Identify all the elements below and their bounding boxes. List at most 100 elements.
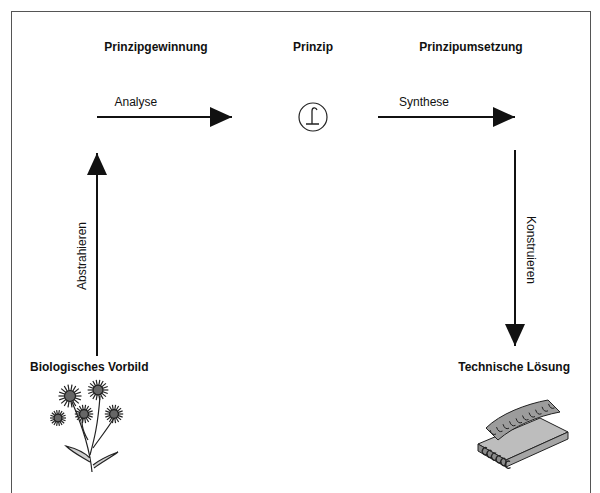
- spine: [71, 385, 72, 391]
- spine: [88, 415, 93, 417]
- symbol-circle: [299, 103, 327, 131]
- spine: [101, 383, 105, 387]
- spine: [61, 415, 65, 417]
- spine: [100, 394, 103, 399]
- heading-text: Prinzipumsetzung: [419, 40, 522, 55]
- spine: [59, 398, 65, 400]
- spine: [75, 392, 81, 394]
- spine: [88, 411, 93, 413]
- spine: [84, 418, 86, 423]
- spine: [118, 411, 123, 413]
- heading-text: Technische Lösung: [458, 360, 570, 375]
- spine: [50, 417, 55, 418]
- spine: [50, 419, 54, 421]
- spine: [75, 398, 81, 400]
- symbol-glyph: [306, 108, 319, 124]
- heading-text: Biologisches Vorbild: [30, 360, 148, 375]
- spine: [59, 392, 65, 394]
- biological-model: Biologisches Vorbild: [30, 360, 148, 375]
- spine: [56, 410, 58, 414]
- principle-symbol: [297, 101, 329, 133]
- spine: [75, 411, 80, 413]
- technical-solution: Technische Lösung: [458, 360, 570, 375]
- loop-fibre: [510, 421, 516, 426]
- spine: [73, 400, 76, 406]
- spine: [75, 415, 80, 417]
- spine: [71, 401, 72, 407]
- column-heading: Prinzipumsetzung: [419, 40, 522, 55]
- spine: [88, 389, 94, 390]
- spine: [59, 395, 66, 396]
- spine: [84, 405, 86, 410]
- spine: [118, 413, 123, 414]
- step-label: Abstrahieren: [75, 220, 89, 292]
- spine: [60, 421, 62, 425]
- heading-text: Prinzip: [293, 40, 333, 55]
- spine: [82, 405, 84, 410]
- column-heading: Prinzipgewinnung: [104, 40, 207, 55]
- spine: [58, 421, 60, 425]
- spine: [54, 411, 56, 415]
- spine: [103, 389, 109, 390]
- flow-arrow: [96, 153, 98, 356]
- spine: [102, 386, 107, 388]
- loop-fibre: [536, 410, 542, 415]
- heading-text: Prinzipgewinnung: [104, 40, 207, 55]
- loop-fibre: [516, 418, 522, 423]
- flow-arrow: [97, 116, 232, 118]
- spine: [68, 385, 69, 391]
- spine: [68, 401, 69, 407]
- spine: [117, 408, 121, 411]
- loop-fibre: [523, 416, 529, 421]
- spine: [88, 413, 93, 414]
- spine: [93, 381, 96, 386]
- spine: [112, 418, 114, 423]
- spine: [99, 380, 100, 386]
- loop-fibre: [542, 407, 548, 412]
- spine: [75, 395, 82, 396]
- spine: [96, 394, 97, 400]
- loop-fibre: [497, 427, 503, 432]
- spine: [74, 389, 79, 393]
- frame: [12, 12, 591, 493]
- loop-fibre: [549, 404, 555, 409]
- spine: [112, 405, 114, 410]
- spine: [118, 415, 123, 417]
- spine: [105, 415, 110, 417]
- flow-arrow: [378, 116, 515, 118]
- spine: [105, 411, 110, 413]
- spine: [87, 408, 91, 411]
- spine: [77, 417, 81, 420]
- spine: [88, 392, 93, 394]
- spine: [109, 406, 112, 411]
- spine: [99, 394, 100, 400]
- spine: [82, 418, 84, 423]
- spine: [105, 413, 110, 414]
- spine: [116, 417, 119, 422]
- spine: [114, 405, 116, 410]
- spine: [75, 413, 80, 414]
- step-label: Synthese: [397, 95, 451, 109]
- spine: [102, 392, 107, 394]
- spine: [88, 386, 93, 388]
- spine: [96, 380, 97, 386]
- step-label: Konstruieren: [524, 214, 538, 286]
- velcro-illustration: [478, 400, 568, 468]
- spine: [62, 417, 67, 418]
- hook: [505, 461, 510, 468]
- spine: [86, 417, 89, 422]
- spine: [114, 418, 116, 423]
- step-label: Analyse: [113, 95, 160, 109]
- spine: [90, 393, 94, 397]
- burdock-illustration: [50, 380, 123, 472]
- loop-fibre: [490, 430, 496, 435]
- loop-fibre: [503, 424, 509, 429]
- spine: [61, 399, 66, 403]
- loop-fibre: [529, 413, 535, 418]
- spine: [107, 417, 111, 420]
- spine: [79, 406, 82, 411]
- spine: [64, 386, 67, 392]
- principle-node: Prinzip: [293, 40, 333, 135]
